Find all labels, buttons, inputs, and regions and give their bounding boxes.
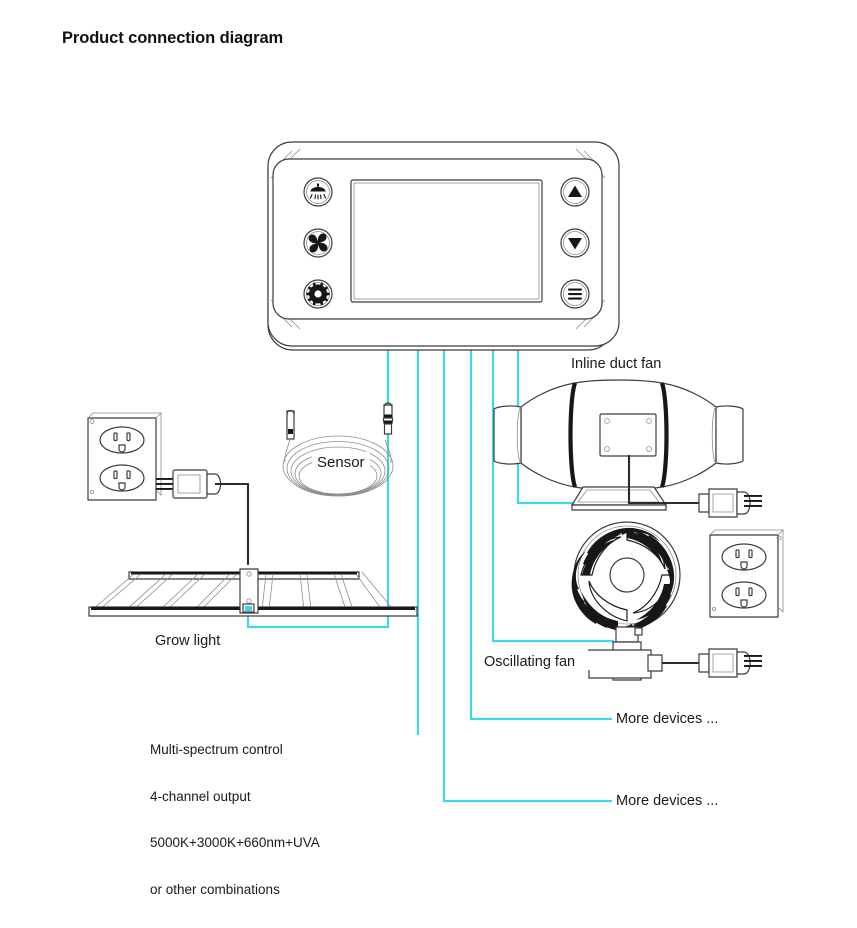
label-grow-light: Grow light (155, 633, 221, 649)
inline-duct-fan-power-cord (627, 455, 699, 505)
fan-icon (308, 233, 328, 253)
label-sensor: Sensor (317, 454, 365, 471)
cable-more-devices-2 (442, 343, 612, 803)
spec-line-4: or other combinations (150, 881, 280, 897)
spec-line-2: 4-channel output (150, 788, 251, 804)
grow-light-power-plug (156, 469, 222, 499)
fan-button[interactable] (303, 228, 333, 258)
label-oscillating-fan: Oscillating fan (484, 654, 576, 670)
oscillating-fan-blades (571, 527, 675, 632)
label-inline-duct-fan: Inline duct fan (571, 356, 662, 372)
outlet-receptacle-top (99, 426, 145, 454)
cable-more-devices-1 (469, 343, 612, 721)
page-title: Product connection diagram (62, 29, 284, 47)
triangle-down-icon (568, 238, 582, 250)
cable-oscillating-fan (491, 343, 614, 643)
outlet-receptacle-bottom (721, 581, 767, 609)
cable-grow-light (246, 343, 390, 629)
up-button[interactable] (560, 177, 590, 207)
control-cable-bundle (246, 343, 614, 803)
hamburger-menu-icon (568, 288, 582, 300)
spec-line-3: 5000K+3000K+660nm+UVA (150, 835, 320, 850)
down-button[interactable] (560, 228, 590, 258)
diagram-page: Product connection diagram .ol { fill:no… (62, 29, 784, 897)
spec-line-1: Multi-spectrum control (150, 742, 283, 757)
inline-duct-fan-device (493, 379, 744, 511)
settings-button[interactable] (303, 279, 333, 309)
grow-light-power-cord (215, 482, 250, 565)
label-more-devices-1: More devices ... (616, 711, 719, 727)
oscillating-fan-plug (698, 648, 762, 678)
controller-screen (350, 179, 543, 303)
sensor-device (282, 402, 394, 497)
light-button[interactable] (303, 177, 333, 207)
grow-light-device (88, 568, 418, 617)
wall-outlet-left (87, 412, 162, 501)
inline-duct-fan-plug (698, 488, 762, 518)
spec-note: Multi-spectrum control 4-channel output … (150, 711, 320, 928)
outlet-receptacle-top (721, 543, 767, 571)
menu-button[interactable] (560, 279, 590, 309)
grow-light-icon (310, 183, 326, 192)
sensor-jack-connector (382, 402, 394, 435)
label-more-devices-2: More devices ... (616, 793, 719, 809)
grow-light-rays (309, 193, 327, 200)
gear-icon (306, 282, 330, 306)
triangle-up-icon (568, 185, 582, 197)
controller-device[interactable] (267, 141, 620, 351)
wall-outlet-right (709, 529, 784, 618)
connection-diagram-svg: .ol { fill:none; stroke:#3c3c3c; stroke-… (87, 141, 784, 803)
outlet-receptacle-bottom (99, 464, 145, 492)
